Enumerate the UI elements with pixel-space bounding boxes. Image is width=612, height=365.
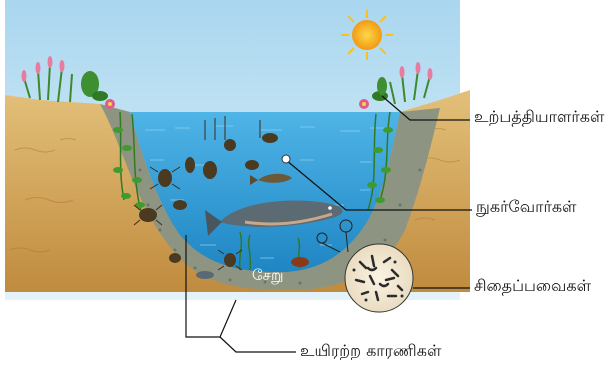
mud-label: சேறு xyxy=(252,266,284,286)
abiotic-factors-label: உயிரற்ற காரணிகள் xyxy=(300,342,441,360)
consumers-label: நுகர்வோர்கள் xyxy=(476,198,576,216)
decomposers-label: சிதைப்பவைகள் xyxy=(474,277,591,295)
producers-label: உற்பத்தியாளர்கள் xyxy=(474,108,604,126)
sun-icon xyxy=(341,10,393,60)
consumer-pointer-dot xyxy=(282,155,290,163)
decomposer-magnified-view xyxy=(345,244,413,312)
